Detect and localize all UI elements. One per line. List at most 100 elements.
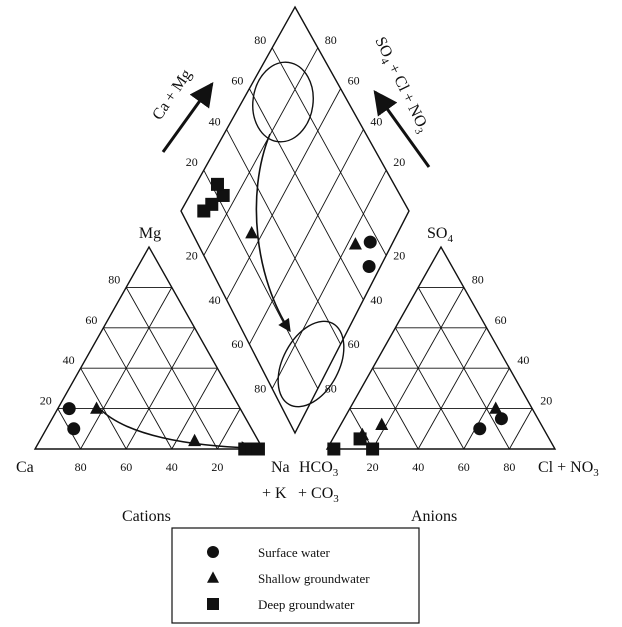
anion-gridline [509,408,533,450]
diamond-gridline [249,88,364,301]
label-plus-co3: + CO3 [298,485,339,505]
tick-cation-bottom: 40 [166,460,178,474]
evolution-arrow-diamond-icon [255,133,291,333]
cation-gridline [103,327,173,450]
surface-group-ellipse [252,61,314,143]
axis-so4-cl-no3: SO4 + Cl + NO3 [369,34,432,168]
diamond-gridline [226,129,341,345]
anion-sample-triangle [375,417,389,430]
tick-diamond-upper-right: 80 [325,33,337,47]
tick-cation-bottom: 60 [120,460,132,474]
diamond-gridline [203,169,319,389]
anion-sample-circle [494,412,508,426]
tick-labels: 80 60 40 20 20 40 60 80 20 40 60 80 20 40 60 80 80 60 40 20… [40,33,552,474]
cation-sample-circle [62,402,76,416]
legend-label: Deep groundwater [258,597,355,612]
diamond-gridline [226,88,341,301]
anion-sample-square [327,442,341,456]
anion-sample-square [366,442,380,456]
anion-sample-circle [473,422,487,436]
tick-diamond-upper-left: 80 [254,33,266,47]
diamond-sample-circle [363,235,377,249]
diamond-sample-square [216,188,230,202]
diamond-sample-square [210,177,224,191]
cation-sample-square [251,442,265,456]
tick-cation-side: 20 [40,394,52,408]
tick-diamond-lower-right: 60 [348,337,360,351]
cation-gridline [125,287,218,450]
tick-diamond-upper-left: 20 [186,155,198,169]
tick-anion-side: 40 [517,353,529,367]
tick-diamond-lower-right: 80 [325,382,337,396]
tick-diamond-lower-left: 60 [231,337,243,351]
tick-anion-bottom: 60 [458,460,470,474]
tick-diamond-upper-right: 20 [393,155,405,169]
diamond-sample-triangle [245,226,259,239]
tick-diamond-lower-left: 80 [254,382,266,396]
legend-label: Shallow groundwater [258,571,370,586]
cation-sample-circle [67,422,81,436]
tick-diamond-lower-left: 40 [209,293,221,307]
diamond-gridline [249,129,364,345]
tick-anion-side: 60 [495,313,507,327]
tick-diamond-upper-left: 40 [209,114,221,128]
axis-ca-mg: Ca + Mg [149,66,214,153]
anion-gridline [395,327,465,450]
cation-triangle-outline [33,245,265,450]
cation-gridline [125,327,195,450]
tick-cation-side: 80 [108,272,120,286]
anion-triangle-grid [349,286,533,450]
cation-gridline [80,367,127,450]
tick-cation-bottom: 20 [211,460,223,474]
tick-anion-side: 20 [540,394,552,408]
tick-diamond-lower-right: 40 [370,293,382,307]
arrow-so4-cl-no3-icon [373,90,431,168]
label-so4: SO4 [427,225,453,245]
label-hco3: HCO3 [299,459,339,479]
label-mg: Mg [139,225,161,242]
cation-sample-triangle [90,401,104,414]
label-cations: Cations [122,508,171,525]
cation-gridline [217,408,241,450]
tick-diamond-lower-right: 20 [393,248,405,262]
legend-square-icon [207,598,219,610]
diamond-gridline [271,47,387,256]
diamond-sample-square [197,204,211,218]
anion-sample-triangle [489,401,503,414]
anion-gridline [417,287,510,450]
tick-anion-bottom: 20 [367,460,379,474]
anion-sample-square [353,432,367,446]
tick-anion-side: 80 [472,272,484,286]
sample-markers [62,177,508,456]
diamond-sample-circle [362,260,376,273]
diamond-gridline [203,47,319,256]
arrow-ca-mg-icon [161,82,214,153]
tick-cation-side: 60 [85,313,97,327]
diamond-grid [203,47,387,389]
tick-anion-bottom: 40 [412,460,424,474]
tick-anion-bottom: 80 [503,460,515,474]
anion-gridline [349,408,373,450]
tick-diamond-upper-right: 60 [348,74,360,88]
diamond-sample-triangle [348,237,362,250]
label-plus-k: + K [262,485,287,502]
tick-diamond-upper-left: 60 [231,74,243,88]
legend-label: Surface water [258,545,330,560]
cation-triangle-grid [57,286,241,450]
tick-cation-bottom: 80 [75,460,87,474]
tick-diamond-upper-right: 40 [370,114,382,128]
diamond-gridline [271,169,387,389]
label-anions: Anions [411,508,457,525]
label-na: Na [271,459,290,476]
evolution-arrow-cation-icon [97,406,255,455]
anion-gridline [417,327,487,450]
legend-triangle-icon [207,571,219,583]
tick-diamond-lower-left: 20 [186,248,198,262]
deep-group-ellipse [277,320,345,408]
legend-circle-icon [207,546,219,558]
anion-gridline [372,367,419,450]
label-cl-no3: Cl + NO3 [538,459,599,479]
cation-sample-triangle [188,433,202,447]
